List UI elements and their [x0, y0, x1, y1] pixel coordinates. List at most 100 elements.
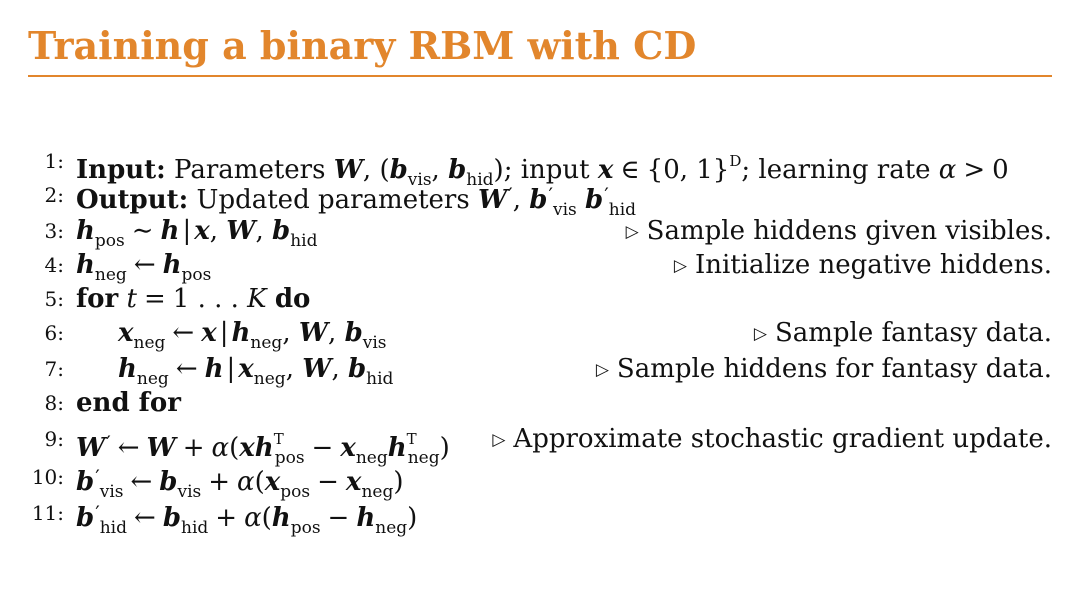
comma: ,: [328, 318, 337, 348]
paren: (: [254, 467, 265, 497]
subscript: hid: [466, 170, 494, 190]
symbol-x: x: [340, 433, 356, 463]
symbol-W: W: [333, 155, 363, 185]
symbol-K: K: [247, 284, 267, 314]
subscript: vis: [177, 482, 202, 502]
line-comment: ▷Sample fantasy data.: [754, 316, 1052, 351]
operator: ←: [172, 318, 195, 348]
triangle-icon: ▷: [492, 430, 506, 450]
line-number: 11:: [31, 501, 64, 525]
symbol-W: W: [226, 216, 256, 246]
symbol-h: h: [118, 354, 137, 384]
operator: |: [182, 216, 192, 246]
line-number: 1:: [44, 149, 64, 173]
symbol-h: h: [76, 216, 95, 246]
line-comment: ▷Sample hiddens given visibles.: [626, 214, 1052, 249]
algorithm-line-3: 3: hpos∼h|x, W, bhid ▷Sample hiddens giv…: [0, 214, 1080, 251]
line-content: b′vis←bvis+α(xpos−xneg): [76, 460, 404, 509]
line-number: 5:: [44, 287, 64, 311]
algorithm-line-11: 11: b′hid←bhid+α(hpos−hneg): [0, 496, 1080, 538]
line-content: xneg←x|hneg, W, bvis: [118, 316, 387, 360]
symbol-W: W: [146, 433, 176, 463]
comma: ,: [512, 185, 521, 215]
number: 1: [172, 284, 190, 314]
keyword-end-for: end for: [76, 388, 181, 418]
symbol-x: x: [264, 467, 281, 497]
line-number: 8:: [44, 391, 64, 415]
algorithm-line-4: 4: hneg←hpos ▷Initialize negative hidden…: [0, 248, 1080, 285]
operator: ←: [134, 503, 156, 533]
line-comment: ▷Sample hiddens for fantasy data.: [596, 352, 1052, 387]
operator: −: [327, 503, 350, 533]
symbol-b: b: [272, 216, 291, 246]
symbol-alpha: α: [211, 433, 230, 463]
line-content: hneg←h|xneg, W, bhid: [118, 352, 393, 396]
comma: ,: [431, 155, 440, 185]
subscript: neg: [133, 333, 166, 353]
subscript: neg: [407, 448, 440, 468]
slide-title: Training a binary RBM with CD: [28, 23, 697, 68]
symbol-b: b: [344, 318, 363, 348]
symbol-x: x: [201, 318, 217, 348]
subscript: pos: [274, 448, 305, 468]
symbol-W: W: [76, 433, 106, 463]
operator: ∼: [131, 216, 154, 246]
subscript: vis: [552, 200, 577, 220]
subscript: pos: [290, 518, 321, 538]
symbol-x: x: [194, 216, 210, 246]
symbol-x: x: [238, 354, 254, 384]
subscript: hid: [99, 518, 128, 538]
triangle-icon: ▷: [673, 256, 687, 276]
prime: ′: [508, 183, 513, 207]
comment-text: Sample fantasy data.: [774, 318, 1052, 348]
operator: |: [226, 354, 236, 384]
line-content: end for: [76, 386, 181, 420]
subscript: neg: [253, 369, 286, 389]
subscript: neg: [136, 369, 169, 389]
symbol-x: x: [597, 155, 614, 185]
line-content: Input: Parameters W, (bvis, bhid); input…: [76, 144, 1009, 197]
line-content: for t=1 . . . K do: [76, 282, 310, 316]
symbol-W: W: [298, 318, 329, 348]
text: Updated parameters: [196, 185, 470, 215]
operator: ←: [133, 250, 156, 280]
line-number: 10:: [31, 465, 64, 489]
subscript: neg: [250, 333, 283, 353]
paren: ): [407, 503, 418, 533]
symbol-b: b: [159, 467, 178, 497]
symbol-b: b: [162, 503, 181, 533]
line-number: 6:: [44, 321, 64, 345]
operator: |: [219, 318, 229, 348]
line-content: hpos∼h|x, W, bhid: [76, 214, 317, 258]
symbol-h: h: [160, 216, 180, 246]
subscript: pos: [181, 265, 212, 285]
subscript: hid: [366, 369, 394, 389]
line-number: 7:: [44, 357, 64, 381]
symbol-h: h: [162, 250, 182, 280]
comment-text: Sample hiddens for fantasy data.: [616, 354, 1052, 384]
line-comment: ▷Approximate stochastic gradient update.: [492, 422, 1052, 457]
algorithm-line-9: 9: W′←W+α(xhTpos−xneghTneg) ▷Approximate…: [0, 422, 1080, 468]
keyword-for: for: [76, 284, 119, 314]
line-content: hneg←hpos: [76, 248, 211, 292]
operator: −: [311, 433, 334, 463]
algorithm-line-2: 2: Output: Updated parameters W′, b′vis …: [0, 178, 1080, 220]
superscript: T: [406, 430, 417, 448]
subscript: pos: [94, 231, 125, 251]
line-number: 3:: [44, 219, 64, 243]
symbol-b: b: [448, 155, 467, 185]
paren: ): [493, 155, 504, 185]
algorithm-line-1: 1: Input: Parameters W, (bvis, bhid); in…: [0, 144, 1080, 190]
keyword-input: Input:: [76, 155, 166, 185]
subscript: pos: [280, 482, 311, 502]
symbol-b: b: [76, 503, 95, 533]
symbol-h: h: [271, 503, 291, 533]
subscript: vis: [407, 170, 432, 190]
comment-text: Initialize negative hiddens.: [694, 250, 1052, 280]
symbol-h: h: [387, 433, 407, 463]
operator: >: [963, 155, 986, 185]
symbol-alpha: α: [237, 467, 255, 497]
line-number: 2:: [44, 183, 64, 207]
comma: ,: [255, 216, 264, 246]
line-number: 9:: [44, 427, 64, 451]
